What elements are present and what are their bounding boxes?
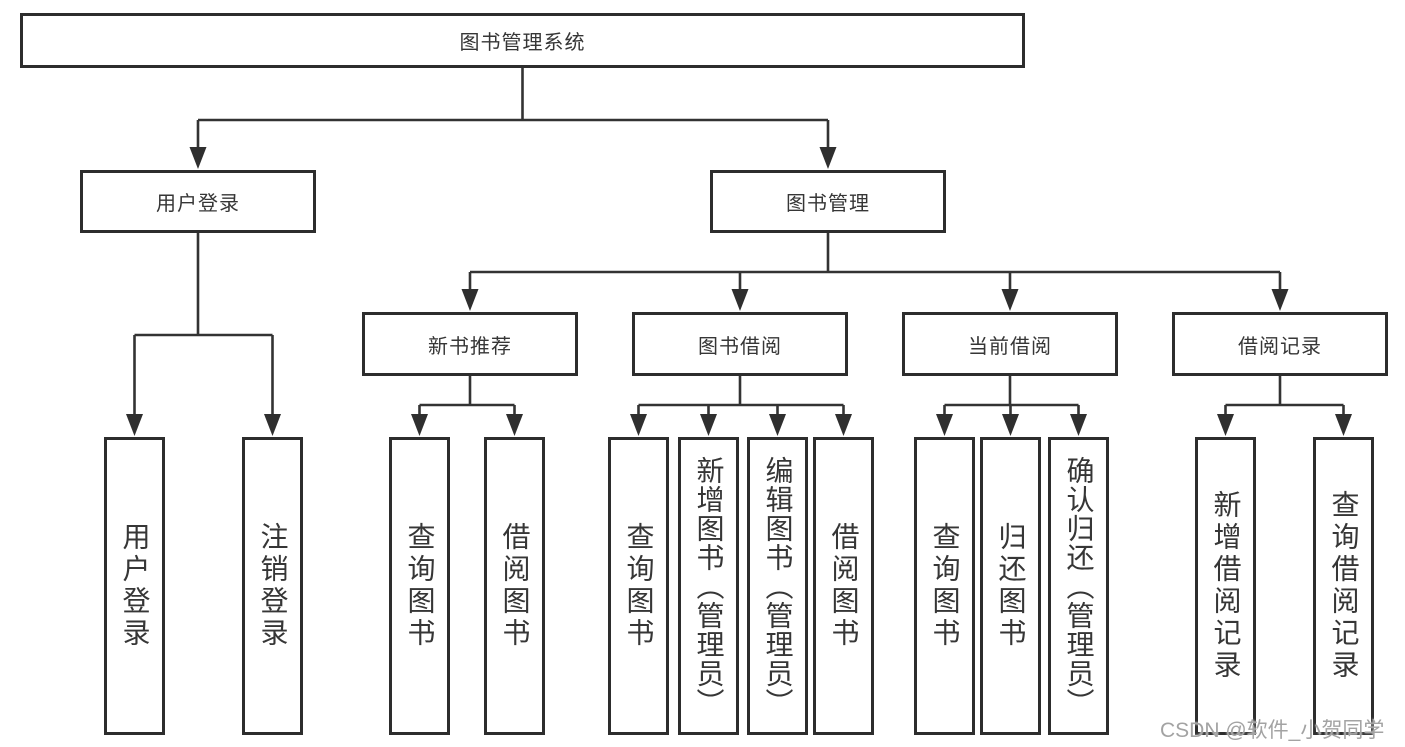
node-user-login-label: 用户登录 [156, 193, 240, 215]
leaf-add-book-admin-label: 新增图书（管理员） [693, 455, 725, 717]
leaf-logout: 注销登录 [242, 437, 303, 735]
leaf-user-login-label: 用户登录 [119, 522, 151, 650]
leaf-return-book-label: 归还图书 [995, 522, 1027, 650]
leaf-add-borrow-record-label: 新增借阅记录 [1210, 490, 1242, 682]
connector-user-login [133, 233, 274, 420]
arrowhead-icon [700, 414, 717, 436]
leaf-borrow-book-1-label: 借阅图书 [499, 522, 531, 650]
node-current-borrow-label: 当前借阅 [968, 335, 1052, 358]
arrowhead-icon [264, 414, 281, 436]
arrowhead-icon [189, 147, 207, 169]
leaf-query-book-2-label: 查询图书 [623, 522, 655, 650]
arrowhead-icon [630, 414, 647, 436]
arrowhead-icon [769, 414, 786, 436]
leaf-user-login: 用户登录 [104, 437, 165, 735]
leaf-query-book-3: 查询图书 [914, 437, 975, 735]
connector-book-mgmt [468, 233, 1282, 295]
node-new-book-recommend: 新书推荐 [362, 312, 578, 376]
node-user-login: 用户登录 [80, 170, 316, 233]
leaf-return-book: 归还图书 [980, 437, 1041, 735]
connector-new-book [418, 376, 516, 420]
leaf-logout-label: 注销登录 [257, 522, 289, 650]
node-book-management-label: 图书管理 [786, 193, 870, 215]
leaf-query-book-2: 查询图书 [608, 437, 669, 735]
leaf-confirm-return-admin: 确认归还（管理员） [1048, 437, 1109, 735]
node-book-borrow: 图书借阅 [632, 312, 848, 376]
arrowhead-icon [936, 414, 953, 436]
node-root-label: 图书管理系统 [459, 32, 586, 54]
leaf-edit-book-admin-label: 编辑图书（管理员） [762, 455, 794, 717]
connector-book-borrow [637, 376, 845, 420]
leaf-borrow-book-2: 借阅图书 [813, 437, 874, 735]
arrowhead-icon [461, 289, 479, 311]
leaf-query-borrow-record: 查询借阅记录 [1313, 437, 1374, 735]
node-book-management: 图书管理 [710, 170, 946, 233]
arrowhead-icon [506, 414, 523, 436]
leaf-add-borrow-record: 新增借阅记录 [1195, 437, 1256, 735]
node-new-book-recommend-label: 新书推荐 [428, 335, 512, 358]
leaf-query-borrow-record-label: 查询借阅记录 [1328, 490, 1360, 682]
node-current-borrow: 当前借阅 [902, 312, 1118, 376]
arrowhead-icon [1335, 414, 1352, 436]
arrowhead-icon [1070, 414, 1087, 436]
connector-current-borrow [943, 376, 1080, 420]
node-borrow-record: 借阅记录 [1172, 312, 1388, 376]
leaf-confirm-return-admin-label: 确认归还（管理员） [1063, 455, 1095, 717]
node-root: 图书管理系统 [20, 13, 1025, 68]
leaf-query-book-1-label: 查询图书 [404, 522, 436, 650]
leaf-query-book-3-label: 查询图书 [929, 522, 961, 650]
node-book-borrow-label: 图书借阅 [698, 335, 782, 358]
watermark-text: CSDN @软件_小贺同学 [1160, 719, 1385, 742]
arrowhead-icon [1217, 414, 1234, 436]
arrowhead-icon [835, 414, 852, 436]
leaf-add-book-admin: 新增图书（管理员） [678, 437, 739, 735]
connector-root [196, 68, 830, 152]
leaf-query-book-1: 查询图书 [389, 437, 450, 735]
leaf-borrow-book-2-label: 借阅图书 [828, 522, 860, 650]
connector-borrow-record [1224, 376, 1345, 420]
arrowhead-icon [1001, 289, 1019, 311]
leaf-borrow-book-1: 借阅图书 [484, 437, 545, 735]
arrowhead-icon [731, 289, 749, 311]
arrowhead-icon [819, 147, 837, 169]
node-borrow-record-label: 借阅记录 [1238, 335, 1322, 358]
leaf-edit-book-admin: 编辑图书（管理员） [747, 437, 808, 735]
arrowhead-icon [1002, 414, 1019, 436]
arrowhead-icon [1271, 289, 1289, 311]
arrowhead-icon [126, 414, 143, 436]
arrowhead-icon [411, 414, 428, 436]
